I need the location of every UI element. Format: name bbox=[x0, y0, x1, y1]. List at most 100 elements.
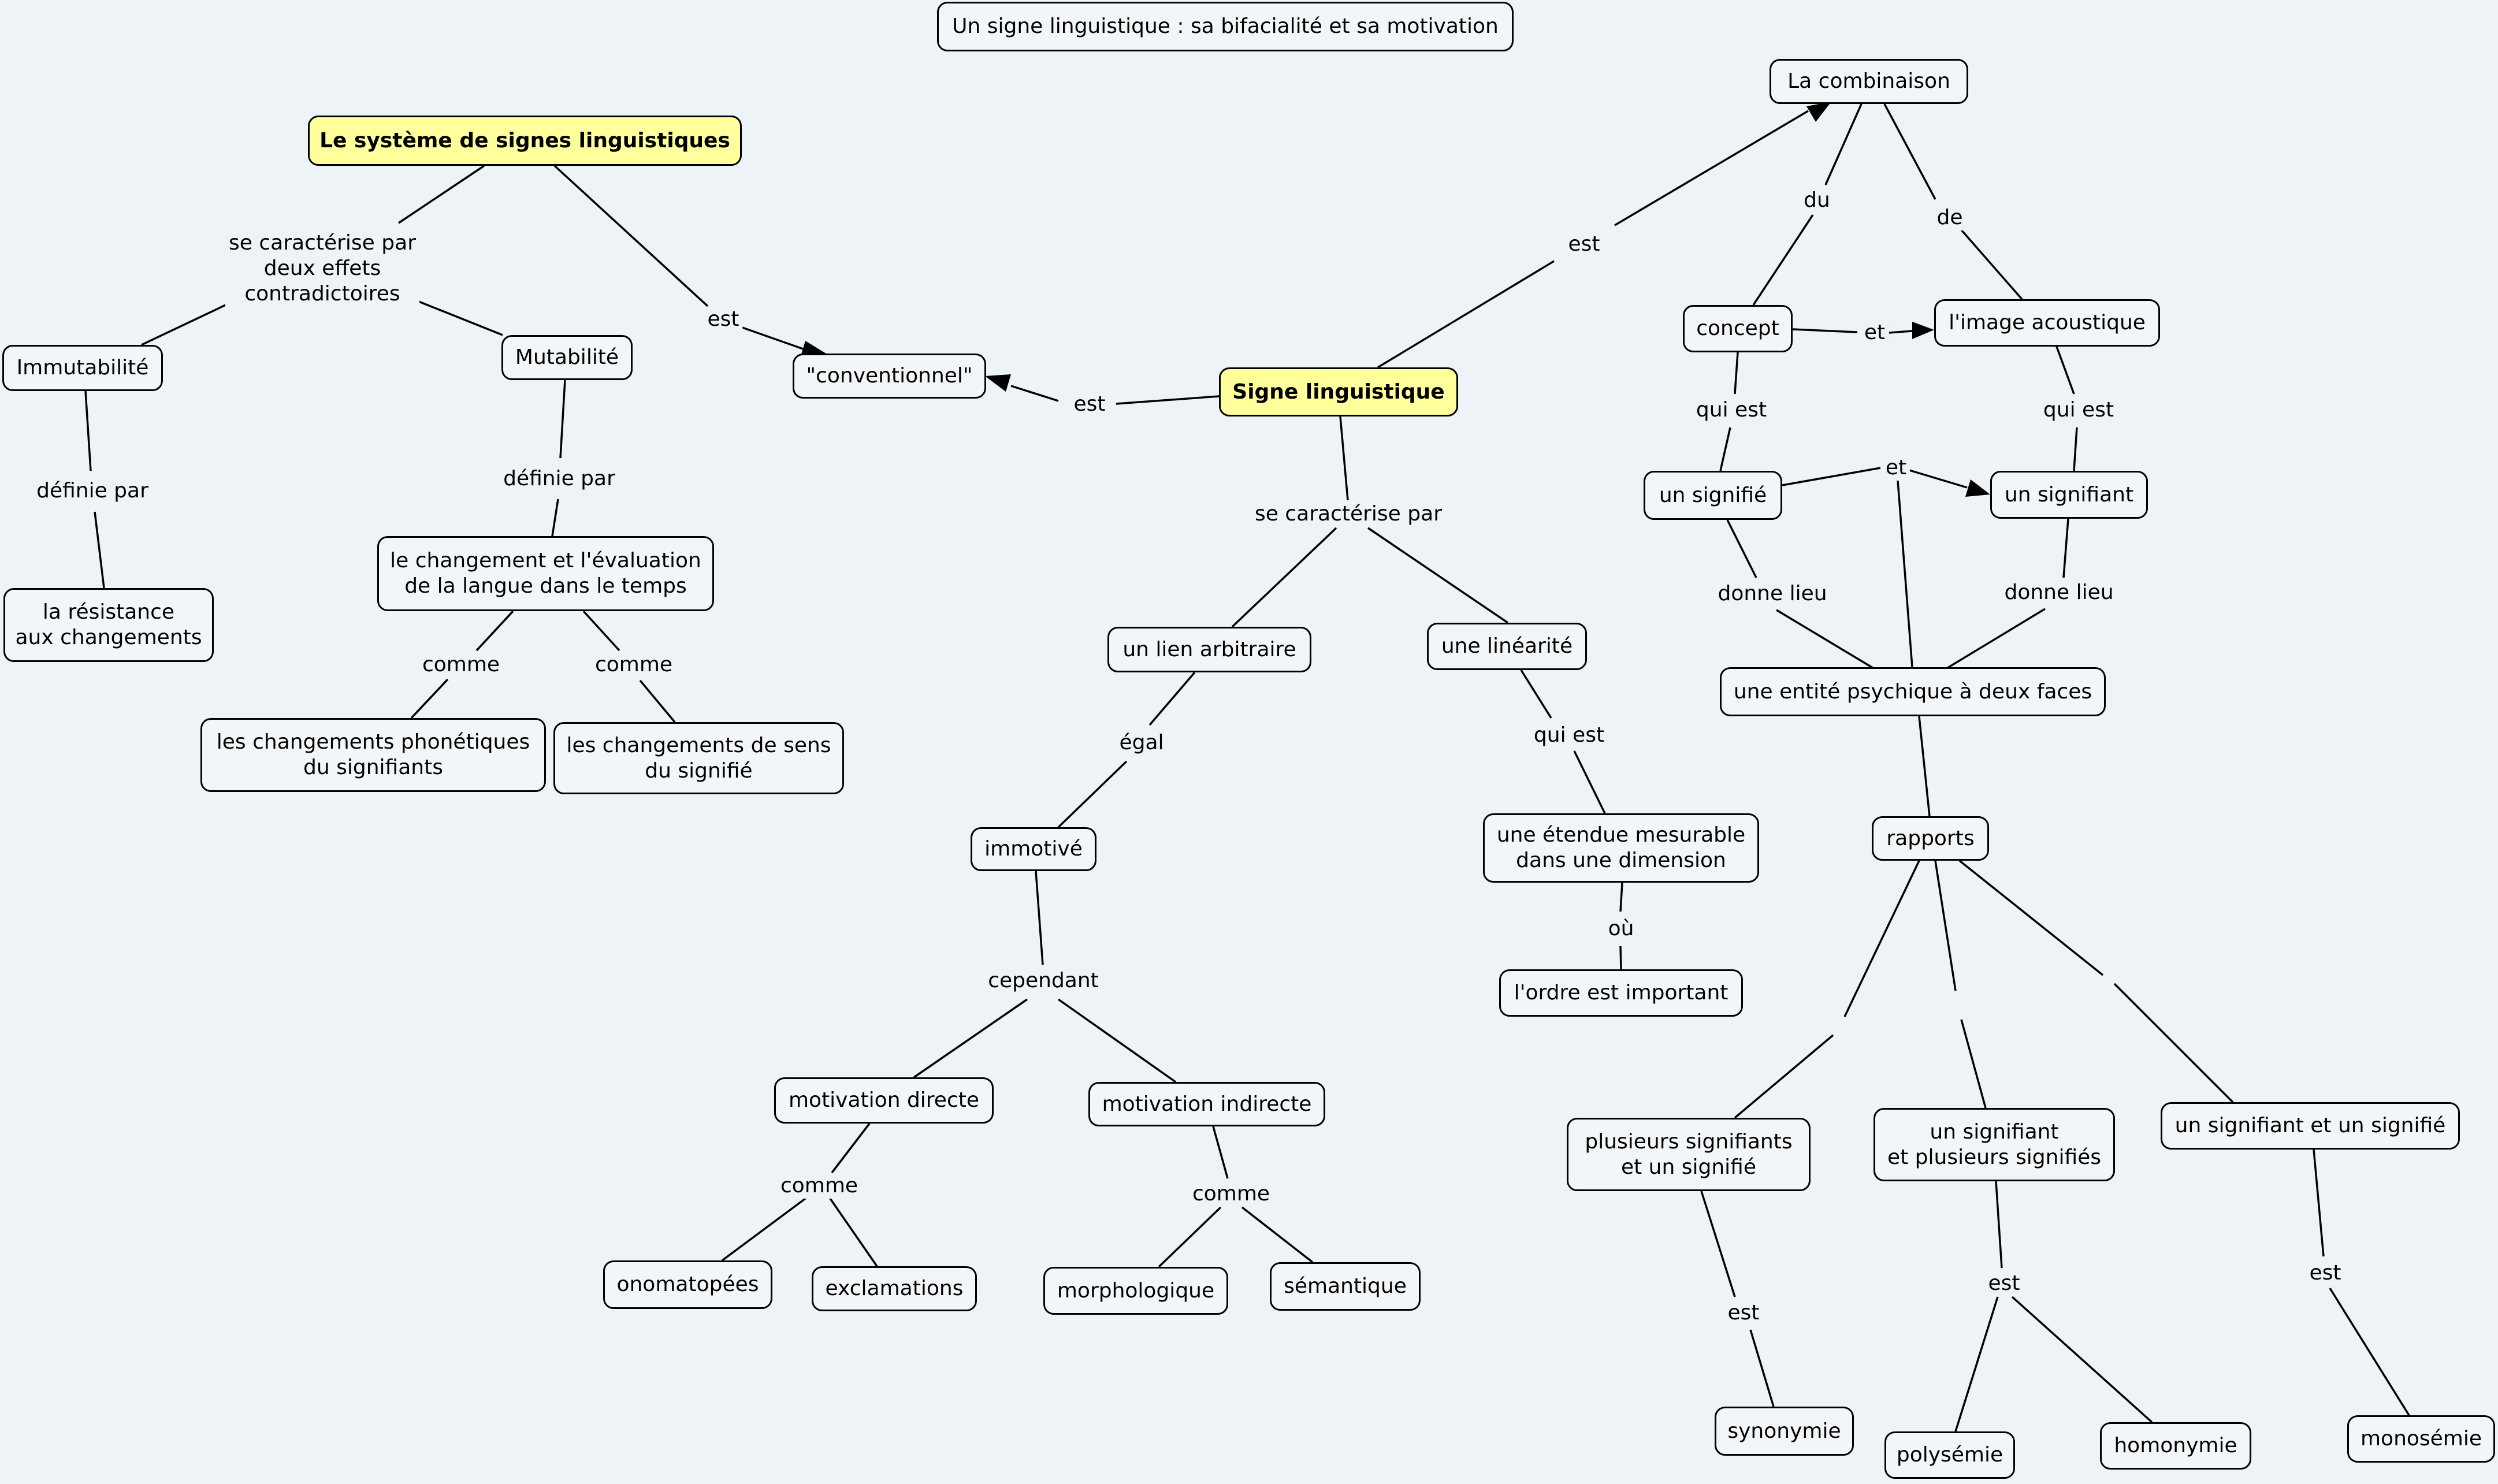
link-label-donne-lieu-signifie: donne lieu bbox=[1714, 581, 1831, 607]
arrowhead-conventionnel-2 bbox=[985, 374, 1011, 392]
concept-exclamations[interactable]: exclamations bbox=[812, 1266, 977, 1311]
link-comme-to-onomatopees bbox=[721, 1196, 809, 1262]
link-qui-est-to-signifiant bbox=[2073, 427, 2078, 471]
concept-resistance[interactable]: la résistance aux changements bbox=[3, 588, 214, 662]
link-label-definie-par-mutabilite: définie par bbox=[500, 466, 619, 492]
link-systeme-to-label bbox=[398, 165, 485, 224]
concept-signifie[interactable]: un signifié bbox=[1644, 471, 1782, 520]
link-gap-1-to-plusieurs bbox=[1734, 1034, 1834, 1119]
link-etendue-to-ou bbox=[1619, 882, 1623, 912]
concept-signe-linguistique[interactable]: Signe linguistique bbox=[1219, 367, 1458, 416]
link-label-se-caracterise-deux-effets: se caractérise par deux effets contradic… bbox=[225, 230, 419, 307]
link-label-est-combinaison: est bbox=[1564, 232, 1604, 257]
link-ou-to-ordre bbox=[1619, 946, 1622, 970]
concept-concept[interactable]: concept bbox=[1683, 305, 1793, 352]
concept-lien-arbitraire[interactable]: un lien arbitraire bbox=[1107, 627, 1311, 672]
link-immutabilite-to-definie bbox=[84, 390, 92, 471]
link-comme-to-semantique bbox=[1241, 1206, 1314, 1263]
arrowhead-image bbox=[1912, 322, 1934, 339]
concept-entite-psychique[interactable]: une entité psychique à deux faces bbox=[1720, 667, 2106, 716]
link-est-to-monosemie bbox=[2329, 1288, 2410, 1416]
concept-changements-sens[interactable]: les changements de sens du signifié bbox=[553, 722, 844, 794]
link-donne-lieu-to-entite-2 bbox=[1945, 608, 2046, 670]
link-gap-3-to-signifiant-signifie bbox=[2113, 983, 2234, 1103]
link-image-to-qui-est bbox=[2055, 346, 2075, 395]
link-cependant-to-indirecte bbox=[1057, 998, 1177, 1083]
concept-signifiant-plusieurs-signifies[interactable]: un signifiant et plusieurs signifiés bbox=[1873, 1108, 2115, 1181]
concept-linearite[interactable]: une linéarité bbox=[1427, 623, 1587, 670]
link-label-est-monosemie: est bbox=[2306, 1260, 2345, 1286]
concept-motivation-directe[interactable]: motivation directe bbox=[774, 1077, 994, 1124]
link-label-to-mutabilite bbox=[415, 299, 503, 336]
link-se-caract-to-lien bbox=[1231, 527, 1337, 628]
concept-monosemie[interactable]: monosémie bbox=[2347, 1415, 2495, 1463]
link-label-cependant: cependant bbox=[984, 968, 1102, 994]
link-du-to-concept bbox=[1752, 214, 1814, 306]
concept-immutabilite[interactable]: Immutabilité bbox=[2, 345, 163, 391]
concept-plusieurs-signifiants[interactable]: plusieurs signifiants et un signifié bbox=[1567, 1118, 1811, 1191]
link-est-to-conventionnel bbox=[742, 326, 804, 350]
concept-systeme-signes[interactable]: Le système de signes linguistiques bbox=[308, 116, 742, 166]
link-et-to-signifiant bbox=[1909, 469, 1968, 489]
link-combinaison-to-du bbox=[1824, 103, 1863, 185]
concept-signifiant[interactable]: un signifiant bbox=[1990, 471, 2148, 519]
link-systeme-to-est bbox=[553, 165, 709, 307]
concept-semantique[interactable]: sémantique bbox=[1270, 1262, 1421, 1311]
concept-homonymie[interactable]: homonymie bbox=[2100, 1422, 2251, 1470]
link-signifiant-plus-to-est bbox=[1995, 1181, 2003, 1269]
map-title: Un signe linguistique : sa bifacialité e… bbox=[937, 2, 1514, 51]
concept-motivation-indirecte[interactable]: motivation indirecte bbox=[1088, 1082, 1325, 1126]
link-immotive-to-cependant bbox=[1035, 871, 1044, 965]
concept-changements-phonetiques[interactable]: les changements phonétiques du signifian… bbox=[200, 718, 546, 792]
link-label-comme-directe: comme bbox=[776, 1173, 862, 1199]
link-label-qui-est-concept: qui est bbox=[1692, 397, 1771, 423]
concept-signifiant-et-signifie[interactable]: un signifiant et un signifié bbox=[2161, 1102, 2460, 1150]
arrowhead-signifiant bbox=[1965, 479, 1990, 497]
link-lien-to-egal bbox=[1148, 671, 1196, 726]
link-label-du: du bbox=[1800, 188, 1834, 213]
concept-mutabilite[interactable]: Mutabilité bbox=[501, 335, 633, 380]
link-label-comme-phonetiques: comme bbox=[418, 652, 504, 678]
link-label-se-caracterise-par: se caractérise par bbox=[1251, 501, 1445, 527]
concept-image-acoustique[interactable]: l'image acoustique bbox=[1934, 299, 2160, 347]
link-label-est-conventionnel: est bbox=[1070, 392, 1109, 417]
concept-onomatopees[interactable]: onomatopées bbox=[603, 1260, 772, 1309]
concept-polysemie[interactable]: polysémie bbox=[1884, 1431, 2015, 1479]
concept-conventionnel[interactable]: "conventionnel" bbox=[793, 354, 986, 399]
link-est-to-conventionnel-2 bbox=[1010, 385, 1059, 402]
link-entite-to-rapports bbox=[1918, 716, 1931, 817]
link-label-et-signifie: et bbox=[1882, 455, 1910, 481]
link-cependant-to-directe bbox=[913, 998, 1028, 1078]
link-qui-est-to-signifie bbox=[1719, 427, 1731, 471]
link-et-to-image bbox=[1889, 330, 1913, 334]
link-est-to-synonymie bbox=[1749, 1329, 1775, 1407]
concept-combinaison[interactable]: La combinaison bbox=[1770, 59, 1968, 104]
link-egal-to-immotive bbox=[1057, 760, 1128, 828]
link-label-est-synonymie: est bbox=[1724, 1300, 1763, 1326]
link-de-to-image bbox=[1960, 229, 2023, 300]
concept-changement-evaluation[interactable]: le changement et l'évaluation de la lang… bbox=[377, 536, 714, 611]
link-est-to-homonymie bbox=[2011, 1296, 2153, 1423]
link-donne-lieu-to-entite bbox=[1776, 609, 1875, 670]
link-signe-to-se-caract bbox=[1339, 416, 1349, 501]
link-label-de: de bbox=[1933, 205, 1967, 230]
link-signe-to-est bbox=[1116, 395, 1220, 405]
link-linearite-to-qui-est bbox=[1520, 670, 1552, 719]
link-label-egal: égal bbox=[1116, 730, 1168, 756]
link-label-est-polysemie: est bbox=[1984, 1271, 2024, 1296]
link-comme-to-chg-phon bbox=[410, 678, 449, 719]
link-label-ou: où bbox=[1604, 916, 1638, 942]
concept-rapports[interactable]: rapports bbox=[1872, 816, 1989, 861]
concept-ordre-important[interactable]: l'ordre est important bbox=[1499, 969, 1743, 1017]
link-indirecte-to-comme bbox=[1212, 1126, 1229, 1179]
concept-etendue-mesurable[interactable]: une étendue mesurable dans une dimension bbox=[1483, 813, 1759, 883]
link-changement-to-comme-sens bbox=[582, 610, 620, 652]
concept-immotive[interactable]: immotivé bbox=[971, 827, 1096, 871]
link-signifie-to-donne-lieu bbox=[1726, 519, 1757, 578]
link-plusieurs-to-est bbox=[1700, 1191, 1736, 1297]
link-label-comme-sens: comme bbox=[591, 652, 676, 678]
link-est-to-polysemie bbox=[1954, 1296, 1999, 1432]
concept-synonymie[interactable]: synonymie bbox=[1715, 1407, 1854, 1456]
concept-morphologique[interactable]: morphologique bbox=[1043, 1267, 1228, 1315]
